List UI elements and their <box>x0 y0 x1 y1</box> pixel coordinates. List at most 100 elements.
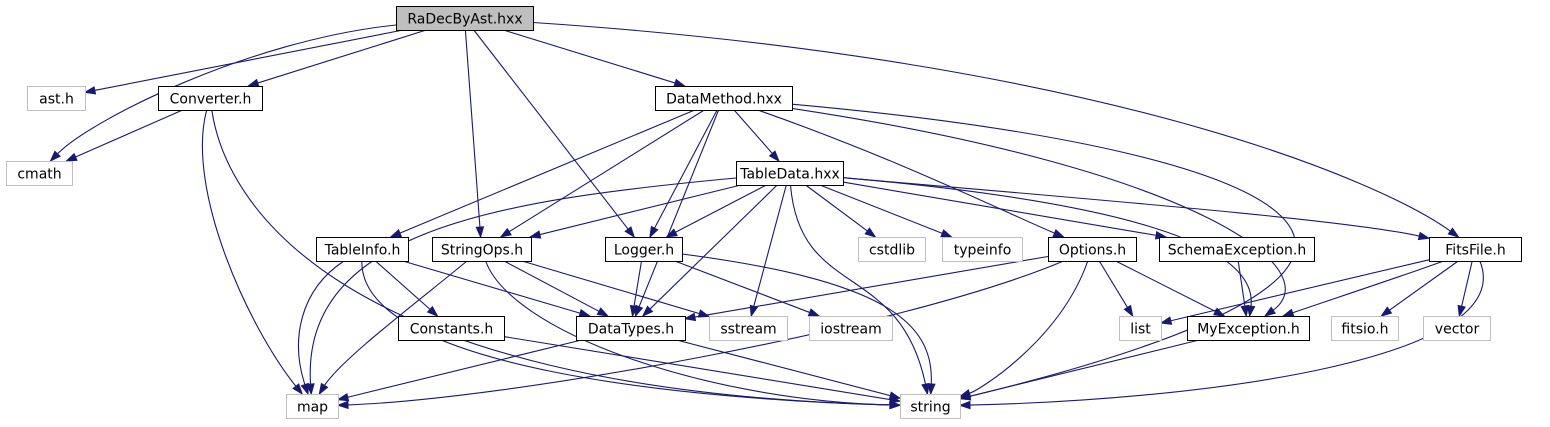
node-myexception[interactable]: MyException.h <box>1187 316 1310 341</box>
arrowhead-icon <box>958 391 972 401</box>
node-box <box>1429 237 1522 262</box>
edge-datamethod-to-logger <box>649 109 718 239</box>
edge-datamethod-to-tabledata <box>733 109 780 163</box>
edge-line <box>1291 260 1444 314</box>
arrowhead-icon <box>499 227 512 238</box>
arrowhead-icon <box>1457 304 1466 318</box>
edge-line <box>968 260 1484 406</box>
arrowhead-icon <box>65 152 78 162</box>
edge-options-to-string <box>958 260 1089 398</box>
edge-line <box>473 29 630 231</box>
edge-tabledata-to-myexception <box>842 177 1256 318</box>
arrowhead-icon <box>528 230 542 239</box>
edge-radecbyast-to-stringops <box>464 29 485 239</box>
node-logger[interactable]: Logger.h <box>605 237 683 262</box>
node-box <box>1048 237 1137 262</box>
edge-line <box>842 181 1158 237</box>
node-label: list <box>1130 322 1151 338</box>
edge-line <box>1237 260 1246 308</box>
edge-line <box>346 260 1064 406</box>
arrowhead-icon <box>649 225 659 239</box>
node-box <box>6 161 73 186</box>
edge-datamethod-to-stringops <box>499 109 705 238</box>
arrowhead-icon <box>921 382 930 396</box>
arrowhead-icon <box>1263 306 1277 317</box>
edge-radecbyast-to-cmath <box>49 24 397 163</box>
arrowhead-icon <box>807 308 821 317</box>
node-label: MyException.h <box>1197 322 1300 338</box>
edge-tabledata-to-string <box>789 184 930 396</box>
edge-datamethod-to-datatypes <box>634 109 720 318</box>
node-label: typeinfo <box>954 243 1012 259</box>
edge-tabledata-to-typeinfo <box>819 184 953 238</box>
edge-line <box>521 260 701 315</box>
node-box <box>316 237 409 262</box>
node-label: DataMethod.hxx <box>666 92 782 108</box>
edge-tabledata-to-map <box>306 177 737 396</box>
edge-tableinfo-to-constants <box>375 260 439 317</box>
node-constants[interactable]: Constants.h <box>398 316 505 341</box>
edge-line <box>693 255 1049 318</box>
node-fitsfile[interactable]: FitsFile.h <box>1429 237 1522 262</box>
node-schemaexception[interactable]: SchemaException.h <box>1159 237 1315 262</box>
edge-options-to-datatypes <box>683 255 1049 322</box>
node-sstream: sstream <box>709 316 788 341</box>
node-converter[interactable]: Converter.h <box>158 86 263 111</box>
node-label: string <box>910 400 950 416</box>
edge-line <box>1115 260 1217 313</box>
node-label: Constants.h <box>410 322 494 338</box>
arrowhead-icon <box>336 392 350 402</box>
edge-myexception-to-string <box>958 339 1200 401</box>
edge-line <box>674 184 767 234</box>
node-typeinfo: typeinfo <box>942 237 1023 262</box>
arrowhead-icon <box>1123 304 1134 318</box>
node-box <box>398 316 505 341</box>
node-box <box>809 316 893 341</box>
node-datamethod[interactable]: DataMethod.hxx <box>655 86 793 111</box>
edge-schemaexception-to-myexception <box>1237 260 1250 318</box>
edge-tabledata-to-logger <box>665 184 767 238</box>
node-tableinfo[interactable]: TableInfo.h <box>316 237 409 262</box>
edge-line <box>402 260 582 315</box>
node-options[interactable]: Options.h <box>1048 237 1137 262</box>
edge-line <box>681 253 932 386</box>
edge-line <box>508 109 705 233</box>
arrowhead-icon <box>1052 228 1066 238</box>
node-vector: vector <box>1423 316 1491 341</box>
arrowhead-icon <box>889 400 902 410</box>
edge-line <box>298 260 345 386</box>
edge-radecbyast-to-ast <box>83 29 404 95</box>
edge-line <box>201 109 297 388</box>
arrowhead-icon <box>888 391 902 400</box>
arrowhead-icon <box>1447 227 1460 238</box>
node-cmath: cmath <box>6 161 73 186</box>
arrowhead-icon <box>958 400 971 410</box>
edge-line <box>653 109 718 230</box>
node-tabledata[interactable]: TableData.hxx <box>736 161 844 186</box>
edge-line <box>211 109 892 406</box>
edge-line <box>1460 260 1473 308</box>
edge-fitsfile-to-list <box>1159 259 1430 325</box>
arrowhead-icon <box>1240 305 1250 318</box>
edge-stringops-to-map <box>318 260 468 396</box>
node-cstdlib: cstdlib <box>858 237 926 262</box>
node-label: Logger.h <box>614 243 674 259</box>
node-string: string <box>900 394 961 419</box>
node-label: RaDecByAst.hxx <box>407 12 522 28</box>
node-label: cstdlib <box>869 243 915 259</box>
arrowhead-icon <box>683 312 697 322</box>
edge-line <box>968 339 1200 398</box>
edge-line <box>648 184 778 311</box>
node-datatypes[interactable]: DataTypes.h <box>576 316 686 341</box>
edge-radecbyast-to-fitsfile <box>532 21 1460 238</box>
arrowhead-icon <box>665 228 678 238</box>
node-stringops[interactable]: StringOps.h <box>432 237 532 262</box>
edge-line <box>638 109 720 308</box>
arrowhead-icon <box>596 307 610 317</box>
node-label: DataTypes.h <box>588 322 674 338</box>
edge-tableinfo-to-map <box>298 260 345 396</box>
node-label: FitsFile.h <box>1445 243 1505 259</box>
arrowhead-icon <box>83 86 97 95</box>
edge-tabledata-to-sstream <box>749 184 787 318</box>
node-iostream: iostream <box>809 316 893 341</box>
